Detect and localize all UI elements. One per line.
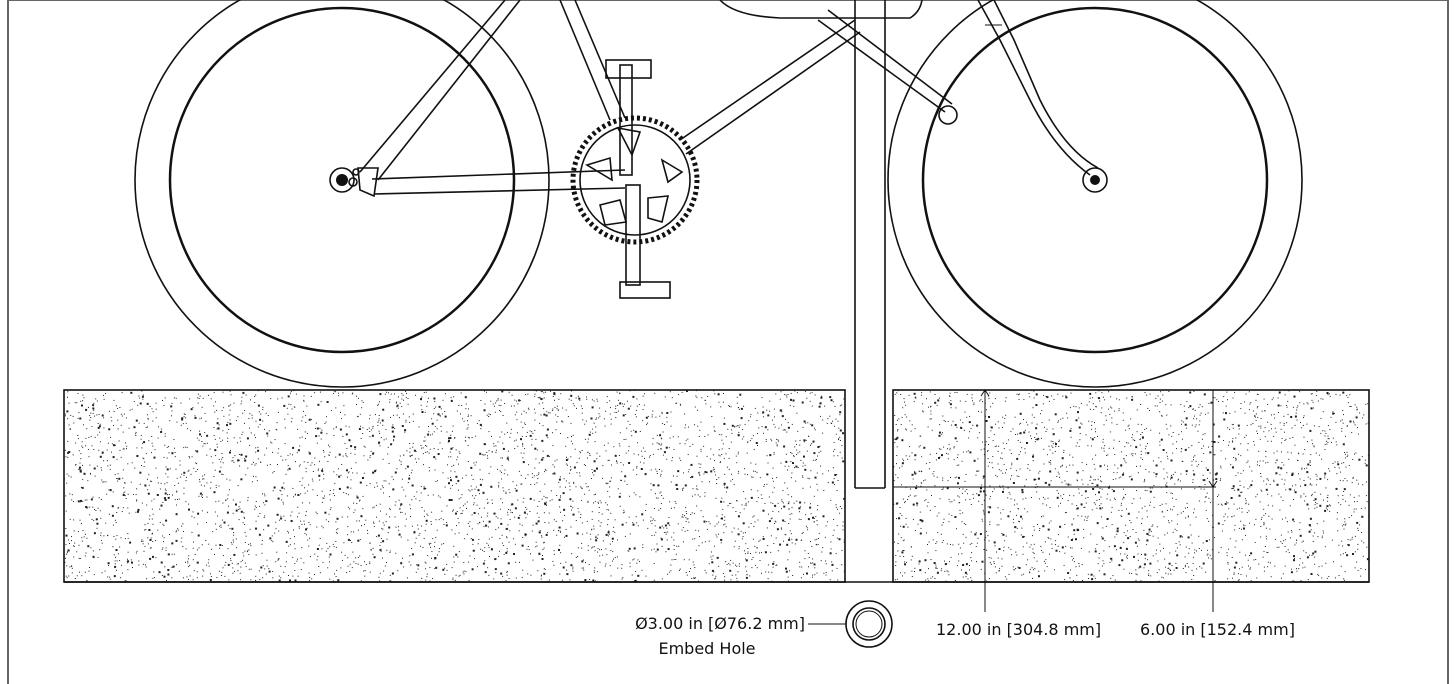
stand-post [854,0,886,489]
embed-hole-diameter-label: Ø3.00 in [Ø76.2 mm] [635,614,805,633]
crankset [570,59,700,299]
rear-wheel [134,0,550,388]
concrete-slab-right [892,389,1370,583]
front-wheel [887,0,1303,388]
embed-depth-dimension-label: 6.00 in [152.4 mm] [1140,620,1295,639]
bike-frame [357,0,1099,198]
drawing-border [7,0,1449,684]
embed-hole-caption: Embed Hole [658,639,755,658]
embed-hole-symbol [808,600,893,648]
depth-dimension-label: 12.00 in [304.8 mm] [936,620,1101,639]
concrete-slab-left [63,389,846,583]
